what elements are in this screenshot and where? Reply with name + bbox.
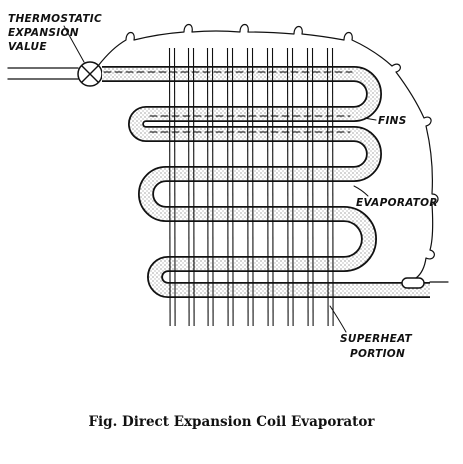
- fin-rod-8: [306, 47, 309, 327]
- sensing-bulb-icon: [401, 277, 425, 289]
- fins-label: FINS: [378, 115, 407, 127]
- figure-caption: Fig. Direct Expansion Coil Evaporator: [88, 414, 375, 430]
- fin-rod-3: [211, 47, 214, 327]
- fin-rod-1: [168, 47, 171, 327]
- fin-rod-7: [291, 47, 294, 327]
- label-expansion: EXPANSION: [8, 27, 79, 39]
- fin-rod-6: [266, 47, 269, 327]
- fin-rod-1: [173, 47, 176, 327]
- fin-rod-4: [226, 47, 229, 327]
- fin-rod-7: [286, 47, 289, 327]
- fin-rod-9: [331, 47, 334, 327]
- evaporator-label: EVAPORATOR: [356, 197, 438, 209]
- capillary-tube: [97, 23, 439, 279]
- fin-rod-9: [326, 47, 329, 327]
- fins: [168, 47, 334, 327]
- fin-rod-2: [192, 47, 195, 327]
- fin-rod-8: [311, 47, 314, 327]
- evaporator-coil: [102, 66, 430, 298]
- label-value: VALUE: [8, 41, 47, 53]
- fin-rod-6: [271, 47, 274, 327]
- fin-rod-5: [251, 47, 254, 327]
- fin-rod-2: [187, 47, 190, 327]
- label-thermostatic: THERMOSTATIC: [8, 13, 102, 25]
- superheat-label-line2: PORTION: [350, 348, 405, 360]
- inlet-pipe: [7, 67, 79, 80]
- superheat-label-line1: SUPERHEAT: [340, 333, 413, 345]
- fin-rod-5: [246, 47, 249, 327]
- fin-rod-3: [206, 47, 209, 327]
- thermostatic-expansion-value-label: THERMOSTATIC EXPANSION VALUE: [8, 13, 102, 53]
- fin-rod-4: [231, 47, 234, 327]
